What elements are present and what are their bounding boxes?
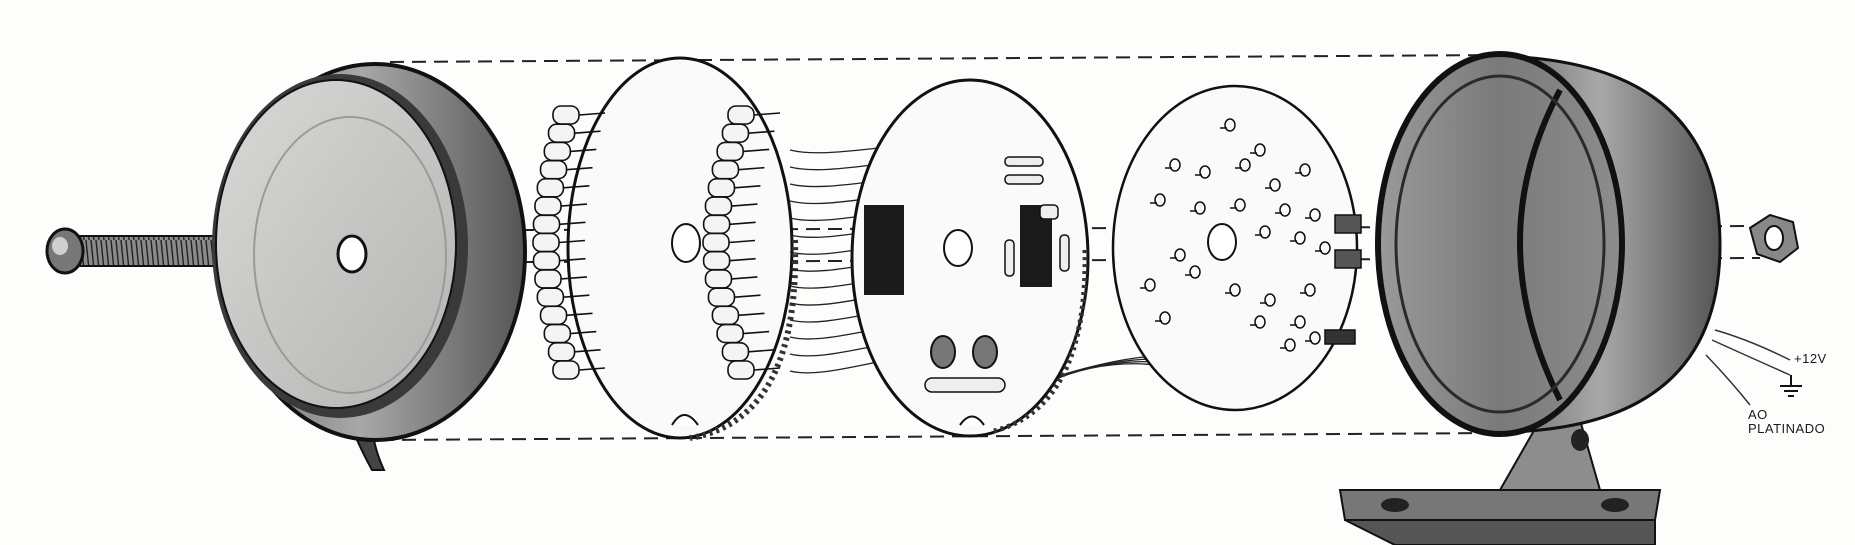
pin	[1190, 201, 1206, 215]
pin	[1170, 248, 1186, 262]
led	[707, 287, 736, 307]
pin	[1155, 311, 1171, 325]
led-lead	[558, 239, 586, 244]
led	[532, 250, 561, 271]
led-lead	[574, 348, 601, 353]
ground-symbol-icon	[1780, 375, 1802, 397]
pin	[1230, 198, 1246, 212]
led	[727, 360, 755, 380]
pin	[1275, 203, 1291, 217]
led	[721, 341, 750, 362]
pin	[1225, 283, 1241, 297]
pin	[1220, 118, 1236, 132]
led-lead	[566, 312, 593, 317]
led-lead	[566, 166, 593, 171]
pin	[1185, 265, 1201, 279]
led	[543, 323, 572, 344]
led	[727, 105, 755, 125]
led-lead	[574, 130, 601, 135]
led	[716, 323, 744, 344]
led	[702, 214, 731, 235]
pin	[1140, 278, 1156, 292]
pin	[1250, 315, 1266, 329]
led	[532, 232, 560, 253]
led-lead	[743, 330, 770, 335]
led	[543, 141, 572, 162]
led-lead	[743, 148, 770, 153]
led	[536, 287, 565, 307]
led-lead	[559, 221, 586, 226]
led	[547, 123, 576, 144]
led	[716, 141, 744, 162]
led	[711, 305, 740, 326]
led-lead	[570, 148, 597, 153]
led	[711, 159, 740, 180]
led-lead	[728, 239, 756, 244]
led-lead	[738, 312, 765, 317]
led-lead	[731, 276, 758, 280]
pin	[1315, 241, 1331, 255]
led-lead	[563, 185, 590, 189]
led-ring-board	[532, 56, 799, 441]
pin	[1305, 331, 1321, 345]
led-lead	[748, 130, 775, 135]
pin	[1300, 283, 1316, 297]
led	[539, 159, 568, 180]
led	[721, 123, 750, 144]
led-lead	[748, 348, 775, 353]
led-lead	[753, 112, 781, 116]
led	[552, 105, 580, 125]
pin	[1250, 143, 1266, 157]
led	[707, 178, 736, 198]
label-ao: AO	[1748, 407, 1768, 422]
led-lead	[734, 294, 761, 298]
pin	[1290, 231, 1306, 245]
pin	[1280, 338, 1296, 352]
led	[539, 305, 568, 326]
led-lead	[578, 367, 606, 371]
led-lead	[729, 257, 756, 262]
pin	[1290, 315, 1306, 329]
label-plus-12v: +12V	[1794, 351, 1827, 366]
led-lead	[563, 294, 590, 298]
pin	[1265, 178, 1281, 192]
pin	[1150, 193, 1166, 207]
logic-board	[850, 78, 1090, 438]
led-lead	[734, 185, 761, 189]
led	[547, 341, 576, 362]
label-platinado: PLATINADO	[1748, 421, 1826, 436]
led-lead	[560, 203, 588, 207]
led-lead	[578, 112, 606, 116]
led-lead	[729, 221, 756, 226]
pin-board	[1111, 84, 1362, 412]
pin	[1260, 293, 1276, 307]
rear-housing	[1375, 51, 1791, 437]
led	[532, 214, 561, 235]
pin	[1195, 165, 1211, 179]
led	[536, 178, 565, 198]
led-lead	[559, 257, 586, 262]
led-lead	[570, 330, 597, 335]
led	[552, 360, 580, 380]
pin	[1235, 158, 1251, 172]
led-lead	[738, 166, 765, 171]
led-lead	[560, 276, 588, 280]
led-lead	[731, 203, 758, 207]
pin	[1295, 163, 1311, 177]
pin	[1255, 225, 1271, 239]
mounting-bracket	[1338, 419, 1662, 545]
led	[704, 196, 733, 216]
led	[702, 232, 730, 253]
led	[704, 269, 733, 289]
front-bezel	[212, 62, 527, 471]
led	[534, 196, 562, 216]
pin	[1165, 158, 1181, 172]
led	[702, 250, 731, 271]
hex-nut	[1748, 213, 1800, 264]
pin	[1305, 208, 1321, 222]
led-lead	[753, 367, 781, 371]
led	[534, 269, 562, 289]
